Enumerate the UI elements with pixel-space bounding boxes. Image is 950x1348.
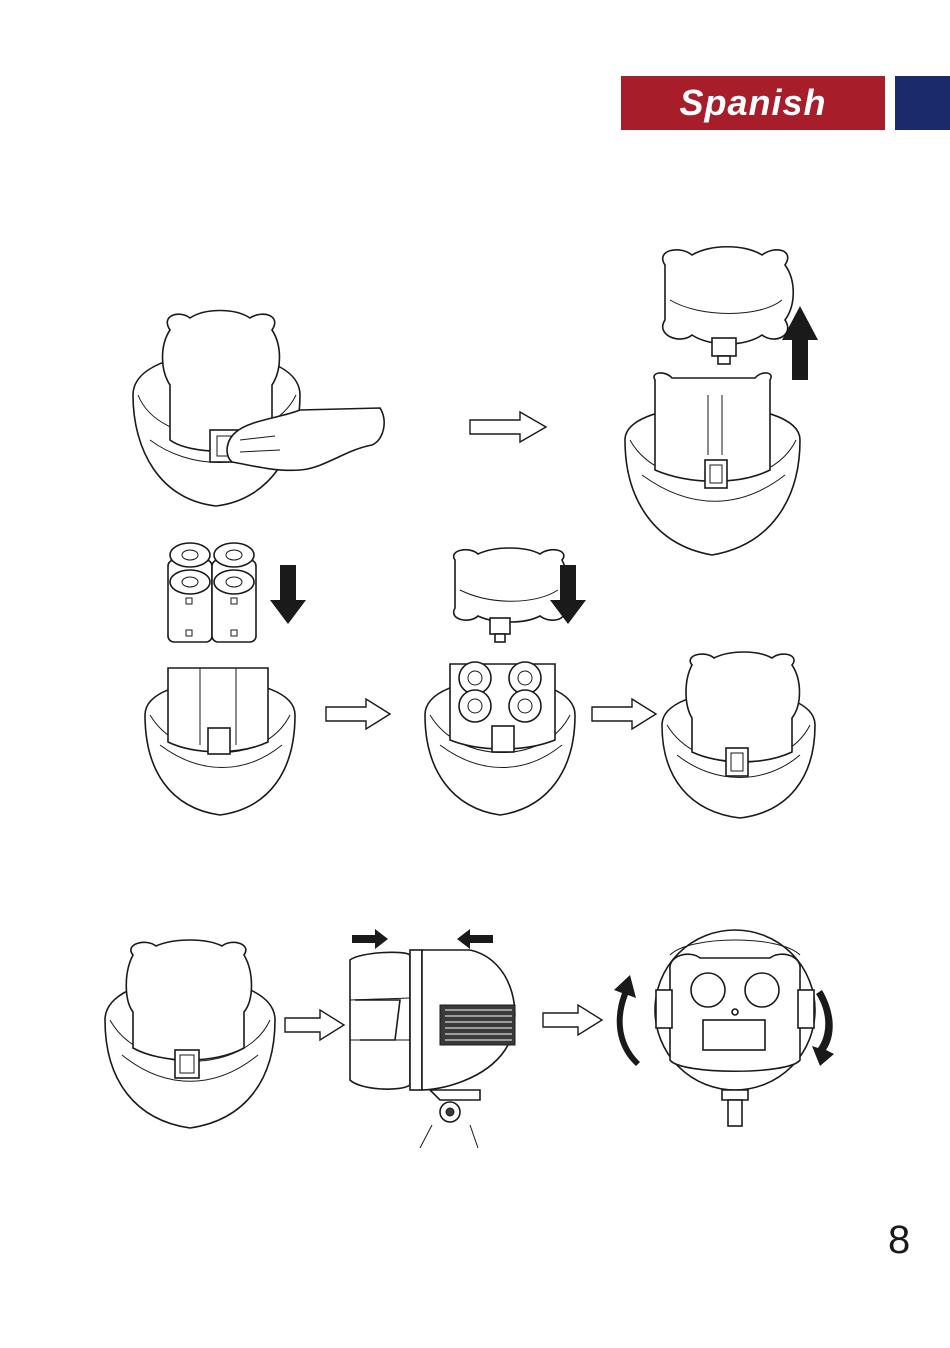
- step-assembled-unit: [105, 940, 275, 1128]
- step-join-halves: [350, 929, 515, 1148]
- step-insert-batteries: [145, 543, 306, 815]
- arrow-right-icon: [543, 1005, 602, 1035]
- step-lift-battery-holder: [625, 247, 818, 555]
- step-rotate-lock: [614, 930, 834, 1126]
- arrow-right-icon: [326, 699, 390, 729]
- page-number: 8: [888, 1218, 938, 1278]
- arrow-right-icon: [592, 699, 656, 729]
- arrow-right-icon: [470, 412, 546, 442]
- step-closed-unit: [662, 652, 815, 818]
- step-press-release-tab: [133, 311, 384, 507]
- step-insert-holder: [425, 548, 586, 815]
- arrow-right-icon: [285, 1010, 344, 1040]
